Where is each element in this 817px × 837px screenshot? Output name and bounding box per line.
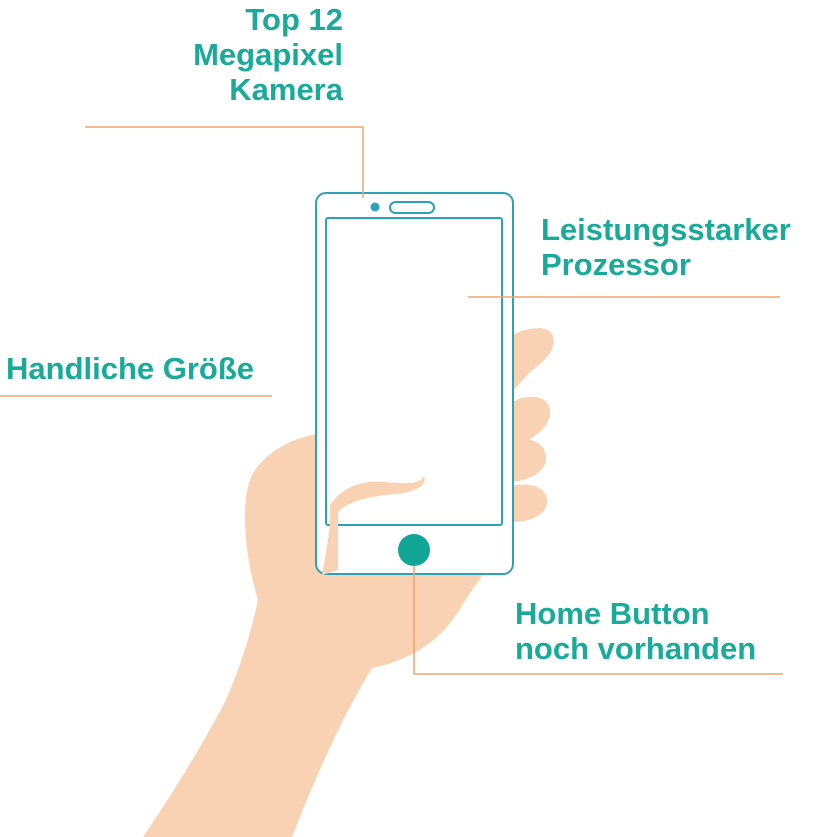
home-button-callout-line-2: noch vorhanden bbox=[515, 631, 757, 666]
home-button-callout-line-1: Home Button bbox=[515, 596, 710, 631]
camera-callout-line-2: Megapixel bbox=[193, 37, 343, 72]
camera-callout-line-3: Kamera bbox=[229, 72, 343, 107]
camera-leader-line bbox=[85, 126, 364, 198]
processor-callout-line-2: Prozessor bbox=[541, 247, 691, 282]
leader-lines bbox=[0, 126, 783, 675]
thumb bbox=[322, 476, 425, 575]
processor-callout: Leistungsstarker Prozessor bbox=[541, 212, 791, 282]
camera-icon bbox=[370, 202, 380, 212]
size-callout: Handliche Größe bbox=[6, 351, 254, 386]
phone-screen bbox=[325, 217, 503, 526]
camera-callout: Top 12 Megapixel Kamera bbox=[193, 2, 343, 107]
processor-callout-line-1: Leistungsstarker bbox=[541, 212, 791, 247]
home-button-icon bbox=[398, 534, 430, 566]
size-callout-line-1: Handliche Größe bbox=[6, 351, 255, 386]
home-button-callout: Home Button noch vorhanden bbox=[515, 596, 756, 666]
home-leader-line bbox=[413, 566, 783, 675]
speaker-icon bbox=[389, 201, 435, 214]
finger-top bbox=[512, 328, 554, 392]
camera-callout-line-1: Top 12 bbox=[245, 2, 343, 37]
phone-icon bbox=[315, 192, 514, 575]
